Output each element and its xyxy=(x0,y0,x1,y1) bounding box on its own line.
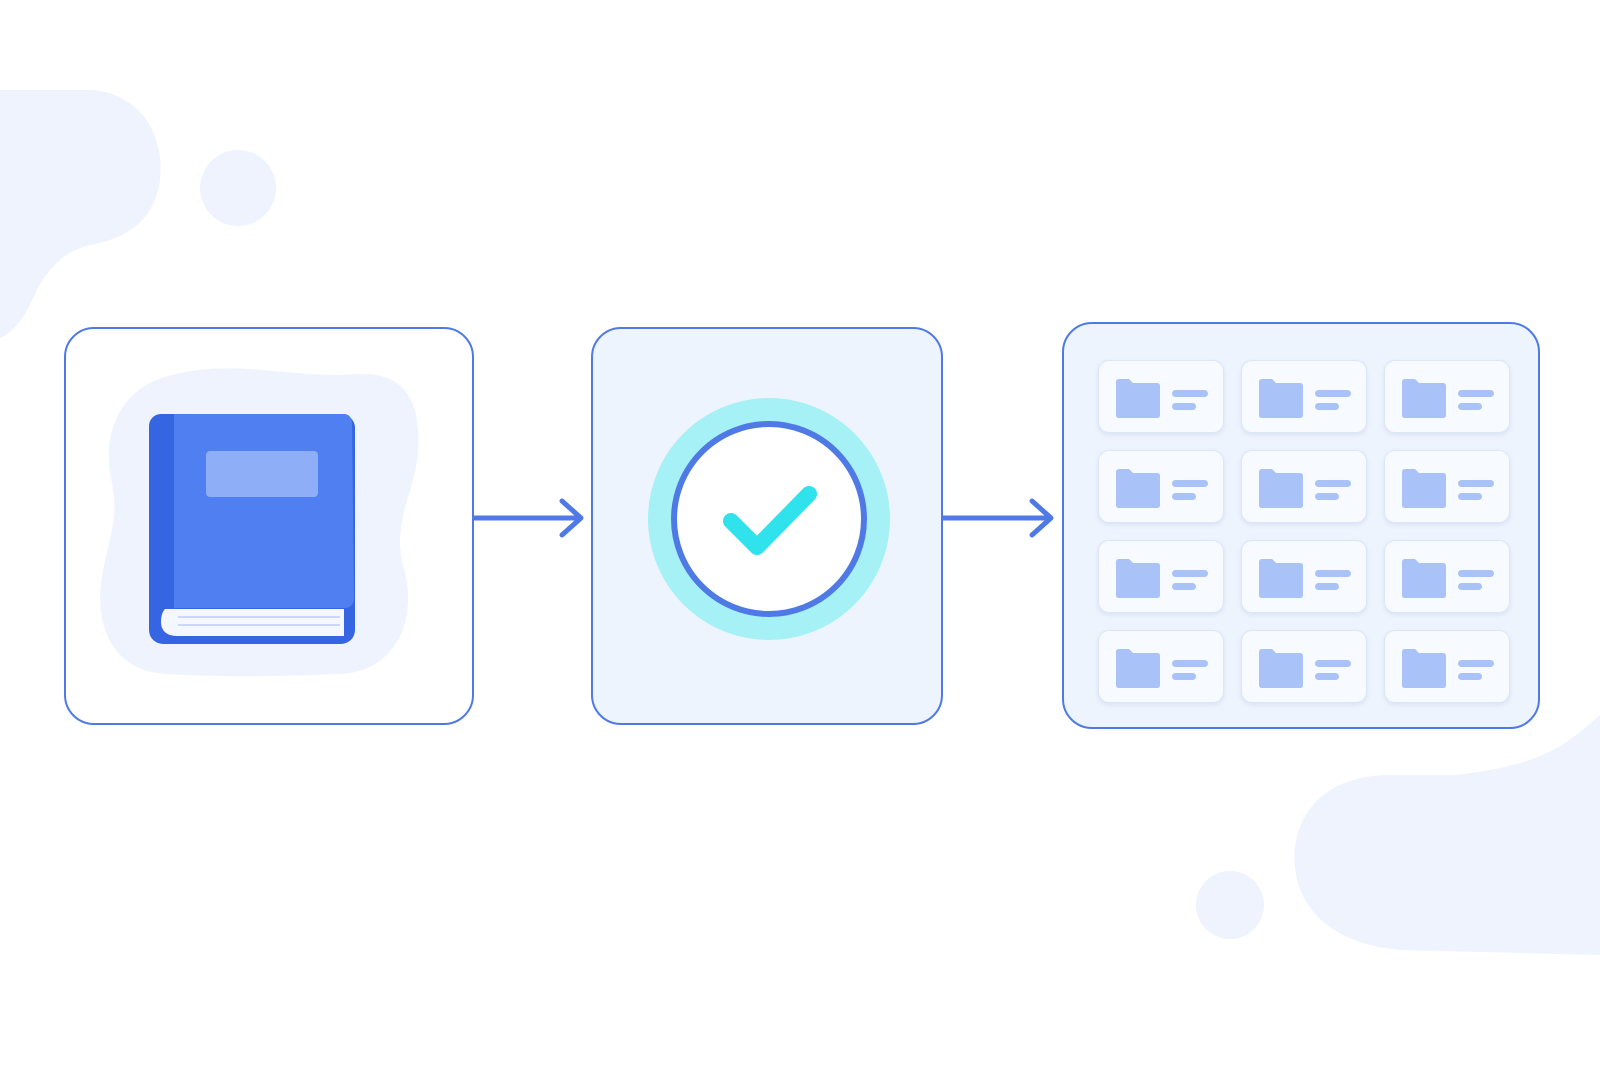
text-line-long xyxy=(1172,570,1208,577)
text-line-short xyxy=(1315,493,1339,500)
text-line-short xyxy=(1315,583,1339,590)
folder-icon xyxy=(1402,559,1494,598)
folder-icon xyxy=(1116,649,1208,688)
text-line-short xyxy=(1315,403,1339,410)
text-line-long xyxy=(1172,390,1208,397)
folder-grid-icon xyxy=(1098,360,1510,703)
text-line-long xyxy=(1315,480,1351,487)
check-circle-icon xyxy=(648,398,890,640)
step-organize-panel xyxy=(1062,322,1540,729)
folder-card xyxy=(1384,360,1510,433)
arrow-right-icon xyxy=(474,498,584,538)
text-line-long xyxy=(1458,480,1494,487)
folder-card xyxy=(1384,630,1510,703)
background-dot-top-left xyxy=(200,150,276,226)
background-dot-bottom-right xyxy=(1196,871,1264,939)
book-pages xyxy=(161,609,344,636)
folder-card xyxy=(1241,630,1367,703)
folder-card xyxy=(1241,540,1367,613)
folder-icon xyxy=(1116,559,1208,598)
text-line-short xyxy=(1172,673,1196,680)
text-line-long xyxy=(1458,570,1494,577)
checkmark xyxy=(723,486,817,555)
text-line-short xyxy=(1458,583,1482,590)
text-line-long xyxy=(1458,390,1494,397)
book-title-label xyxy=(206,451,318,497)
text-line-long xyxy=(1172,660,1208,667)
text-line-short xyxy=(1172,403,1196,410)
book-icon xyxy=(100,368,419,677)
folder-icon xyxy=(1259,379,1351,418)
check-ring xyxy=(671,421,867,617)
folder-card xyxy=(1098,630,1224,703)
text-line-short xyxy=(1315,673,1339,680)
text-line-short xyxy=(1172,583,1196,590)
text-line-long xyxy=(1172,480,1208,487)
text-line-long xyxy=(1315,390,1351,397)
text-line-long xyxy=(1458,660,1494,667)
book-spine xyxy=(149,414,177,608)
folder-icon xyxy=(1116,469,1208,508)
folder-icon xyxy=(1402,649,1494,688)
step-validate-panel xyxy=(591,327,943,725)
folder-card xyxy=(1384,540,1510,613)
text-line-short xyxy=(1458,493,1482,500)
folder-card xyxy=(1098,540,1224,613)
text-line-short xyxy=(1172,493,1196,500)
folder-icon xyxy=(1402,469,1494,508)
background-blob-top-left xyxy=(0,90,161,338)
folder-icon xyxy=(1116,379,1208,418)
arrow-right-icon xyxy=(943,498,1054,538)
text-line-short xyxy=(1458,403,1482,410)
background-blob-bottom-right xyxy=(1294,715,1600,955)
folder-card xyxy=(1098,450,1224,523)
text-line-long xyxy=(1315,570,1351,577)
folder-icon xyxy=(1259,649,1351,688)
folder-icon xyxy=(1402,379,1494,418)
folder-icon xyxy=(1259,559,1351,598)
text-line-short xyxy=(1458,673,1482,680)
step-source-panel xyxy=(64,327,474,725)
folder-card xyxy=(1098,360,1224,433)
folder-card xyxy=(1241,360,1367,433)
text-line-long xyxy=(1315,660,1351,667)
folder-icon xyxy=(1259,469,1351,508)
folder-card xyxy=(1241,450,1367,523)
folder-card xyxy=(1384,450,1510,523)
book-front-cover xyxy=(174,414,354,608)
